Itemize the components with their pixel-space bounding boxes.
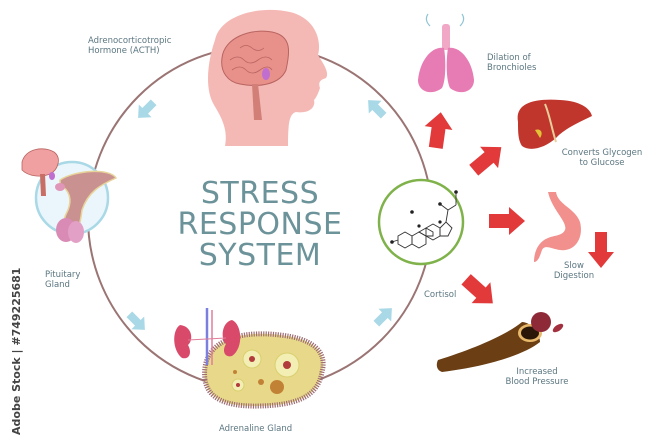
label-cortisol: Cortisol <box>424 290 457 300</box>
cycle-arrow-acth <box>138 99 157 118</box>
label-glycogen: Converts Glycogen to Glucose <box>555 148 649 168</box>
label-digestion: Slow Digestion <box>548 261 600 281</box>
pituitary-illustration <box>21 148 118 243</box>
label-blood-pressure: Increased Blood Pressure <box>498 367 576 387</box>
label-pituitary-line1: Pituitary <box>45 270 81 280</box>
stomach-illustration <box>534 192 581 262</box>
cortisol-molecule-illustration <box>377 178 465 266</box>
label-bronchioles: Dilation of Bronchioles <box>487 53 536 73</box>
cycle-arrow-brain <box>368 100 387 119</box>
label-digestion-line1: Slow <box>564 261 584 271</box>
diagram-title: STRESS RESPONSE SYSTEM <box>176 178 344 271</box>
liver-illustration <box>517 99 592 149</box>
title-line-3: SYSTEM <box>198 238 322 273</box>
effect-arrow-liver <box>469 146 502 176</box>
stock-watermark: Adobe Stock | #749225681 <box>10 267 23 435</box>
adrenal-gland-illustration <box>174 308 326 409</box>
label-pituitary: Pituitary Gland <box>45 270 80 290</box>
effect-arrow-digestion-down <box>588 232 614 268</box>
cycle-arrow-pituitary <box>126 311 145 330</box>
label-bronchioles-line1: Dilation of <box>487 53 531 63</box>
effect-arrow-blood <box>461 274 493 304</box>
label-blood-pressure-line2: Blood Pressure <box>505 377 569 387</box>
label-adrenaline-gland: Adrenaline Gland <box>219 424 293 434</box>
title-line-1: STRESS <box>200 176 320 211</box>
label-acth-line1: Adrenocorticotropic <box>88 36 172 46</box>
label-digestion-line2: Digestion <box>553 271 595 281</box>
label-blood-pressure-line1: Increased <box>516 367 558 377</box>
label-pituitary-line2: Gland <box>45 280 70 290</box>
label-glycogen-line1: Converts Glycogen <box>561 148 643 158</box>
effect-arrow-bronchioles <box>424 112 453 149</box>
cycle-arrow-cortisol <box>373 308 392 327</box>
head-brain-illustration <box>207 9 328 147</box>
label-acth: Adrenocorticotropic Hormone (ACTH) <box>88 36 171 56</box>
effect-arrow-stomach <box>489 207 525 235</box>
title-line-2: RESPONSE <box>177 207 343 242</box>
label-acth-line2: Hormone (ACTH) <box>88 46 160 56</box>
label-bronchioles-line2: Bronchioles <box>487 63 537 73</box>
lungs-illustration <box>418 13 474 93</box>
blood-vessel-illustration <box>436 312 564 372</box>
label-glycogen-line2: to Glucose <box>579 158 625 168</box>
